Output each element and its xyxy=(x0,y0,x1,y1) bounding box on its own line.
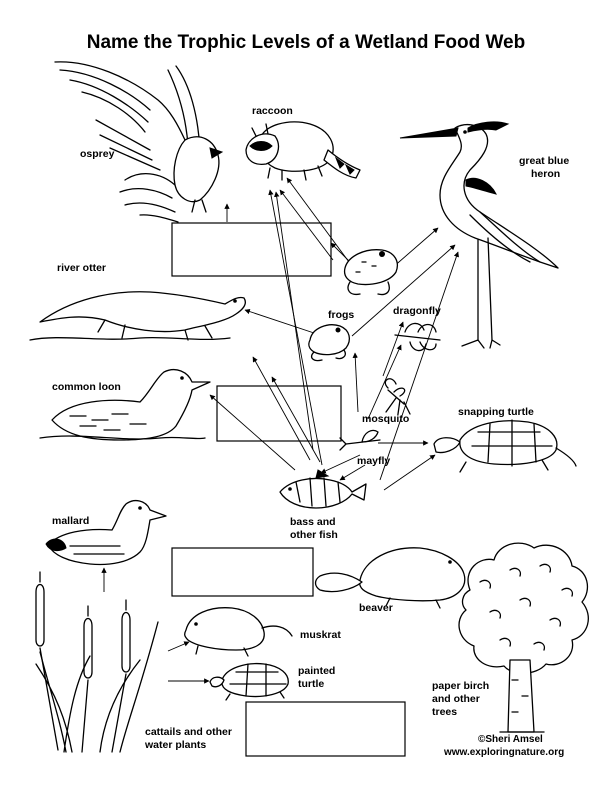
loon-illustration xyxy=(39,368,211,441)
heron-illustration xyxy=(399,121,559,349)
mallard-illustration xyxy=(45,499,167,566)
label-snapping-turtle: snapping turtle xyxy=(458,406,534,418)
otter-illustration xyxy=(29,291,246,341)
snapping-turtle-illustration xyxy=(433,419,577,473)
muskrat-illustration xyxy=(184,607,293,657)
page-title: Name the Trophic Levels of a Wetland Foo… xyxy=(87,32,525,53)
label-cattails-line1: cattails and other xyxy=(145,726,232,738)
answer-box-lower[interactable] xyxy=(171,547,314,597)
osprey-illustration xyxy=(54,61,224,223)
label-heron-line2: heron xyxy=(531,168,560,180)
label-dragonfly: dragonfly xyxy=(393,305,441,317)
mosquito-illustration xyxy=(384,378,411,415)
label-painted-line2: turtle xyxy=(298,678,324,690)
frog-lower-illustration xyxy=(308,324,351,362)
author-credit: ©Sheri Amsel xyxy=(478,734,543,745)
label-muskrat: muskrat xyxy=(300,629,341,641)
label-river-otter: river otter xyxy=(57,262,106,274)
label-mallard: mallard xyxy=(52,515,89,527)
label-cattails-line2: water plants xyxy=(144,739,206,751)
painted-turtle-illustration xyxy=(209,662,289,701)
label-mayfly: mayfly xyxy=(357,455,390,467)
label-frogs: frogs xyxy=(328,309,354,321)
answer-box-bottom[interactable] xyxy=(245,701,406,757)
label-beaver: beaver xyxy=(359,602,393,614)
label-osprey: osprey xyxy=(80,148,115,160)
cattails-illustration xyxy=(35,571,159,753)
label-painted-line1: painted xyxy=(298,665,335,677)
answer-box-middle[interactable] xyxy=(216,385,342,442)
label-heron-line1: great blue xyxy=(519,155,569,167)
label-mosquito: mosquito xyxy=(362,413,409,425)
dragonfly-illustration xyxy=(394,322,441,352)
beaver-illustration xyxy=(314,547,466,609)
website-credit: www.exploringnature.org xyxy=(443,747,564,758)
label-bass-line1: bass and xyxy=(290,516,336,528)
label-bass-line2: other fish xyxy=(290,529,338,541)
mayfly-illustration xyxy=(339,429,381,451)
birch-tree-illustration xyxy=(458,542,589,733)
label-raccoon: raccoon xyxy=(252,105,293,117)
label-birch-line1: paper birch xyxy=(432,680,489,692)
raccoon-illustration xyxy=(245,121,361,181)
answer-box-top[interactable] xyxy=(171,222,332,277)
label-birch-line2: and other xyxy=(432,693,480,705)
label-birch-line3: trees xyxy=(432,706,457,718)
bass-illustration xyxy=(279,469,367,509)
food-web-arrows xyxy=(101,177,459,684)
label-common-loon: common loon xyxy=(52,381,121,393)
frog-upper-illustration xyxy=(343,249,398,296)
